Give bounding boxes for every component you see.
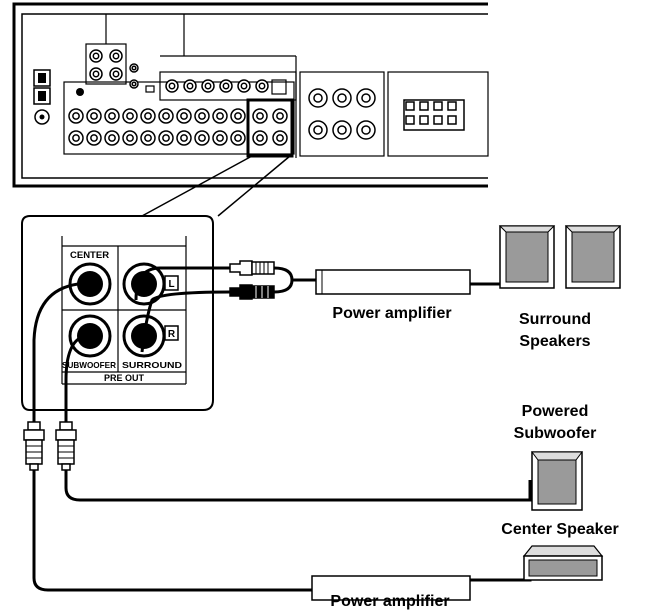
receiver-jack	[237, 79, 251, 93]
receiver-jack	[122, 130, 138, 146]
speakers-label: Speakers	[519, 333, 590, 350]
receiver-jack	[219, 79, 233, 93]
receiver-jack	[122, 108, 138, 124]
receiver-jack	[158, 108, 174, 124]
receiver-jack	[86, 108, 102, 124]
receiver-jack	[68, 130, 84, 146]
video-jack	[332, 88, 352, 108]
receiver-indicator	[76, 88, 84, 96]
speaker-terminal	[419, 101, 429, 111]
power-amplifier-surround	[315, 269, 471, 295]
rca-plug-right	[229, 284, 275, 300]
receiver-jack	[194, 108, 210, 124]
video-jack	[308, 88, 328, 108]
powered-label: Powered	[522, 403, 589, 420]
rca-plug-subwoofer-cable	[55, 421, 77, 471]
speaker-terminal	[405, 115, 415, 125]
receiver-jack	[89, 67, 103, 81]
receiver-jack	[252, 130, 268, 146]
receiver-jack	[109, 49, 123, 63]
speaker-terminal	[433, 115, 443, 125]
speaker-terminal	[419, 115, 429, 125]
receiver-jack	[176, 108, 192, 124]
receiver-jack	[230, 108, 246, 124]
zoom-line-left	[141, 155, 253, 217]
right-label: R	[168, 329, 176, 340]
receiver-jack	[140, 108, 156, 124]
power-amplifier-top-label: Power amplifier	[332, 305, 451, 322]
receiver-rear-panel	[12, 2, 489, 188]
receiver-jack	[129, 79, 139, 89]
video-jack	[308, 120, 328, 140]
receiver-jack	[89, 49, 103, 63]
video-jack	[356, 88, 376, 108]
zoom-line-right	[217, 155, 291, 217]
center-speaker-label: Center Speaker	[501, 521, 618, 538]
cables	[32, 266, 532, 592]
receiver-jack	[104, 108, 120, 124]
power-amplifier-bottom-label: Power amplifier	[330, 593, 449, 610]
receiver-jack	[252, 108, 268, 124]
speaker-terminal	[433, 101, 443, 111]
rca-plug-left	[229, 260, 275, 276]
speaker-terminal	[447, 115, 457, 125]
receiver-jack	[272, 108, 288, 124]
subwoofer-label: Subwoofer	[514, 425, 597, 442]
receiver-jack	[212, 108, 228, 124]
center-jack-label: CENTER	[70, 250, 109, 261]
receiver-jack	[68, 108, 84, 124]
receiver-jack	[201, 79, 215, 93]
receiver-jack	[158, 130, 174, 146]
pre-out-panel-enlarged: L R CENTER SUBWOOFER SURROUND PRE OUT	[21, 215, 214, 411]
surround-speakers	[498, 225, 622, 289]
receiver-jack	[255, 79, 269, 93]
receiver-jack	[176, 130, 192, 146]
pre-out-label: PRE OUT	[104, 373, 145, 383]
receiver-jack	[230, 130, 246, 146]
receiver-jack	[140, 130, 156, 146]
receiver-jack	[165, 79, 179, 93]
left-label: L	[168, 279, 174, 290]
power-amplifier-center	[311, 575, 471, 601]
surround-jack-label: SURROUND	[122, 360, 182, 370]
receiver-jack	[109, 67, 123, 81]
receiver-jack	[194, 130, 210, 146]
surround-label: Surround	[519, 311, 591, 328]
receiver-jack	[129, 63, 139, 73]
speaker-terminal	[405, 101, 415, 111]
powered-subwoofer	[531, 451, 583, 511]
video-jack	[356, 120, 376, 140]
receiver-jack	[212, 130, 228, 146]
receiver-jack	[183, 79, 197, 93]
center-speaker	[522, 545, 604, 581]
video-jack	[332, 120, 352, 140]
receiver-jack	[104, 130, 120, 146]
speaker-terminal	[447, 101, 457, 111]
receiver-jack	[272, 130, 288, 146]
rca-plug-center-cable	[23, 421, 45, 471]
receiver-jack	[86, 130, 102, 146]
subwoofer-jack-label: SUBWOOFER	[62, 360, 116, 370]
